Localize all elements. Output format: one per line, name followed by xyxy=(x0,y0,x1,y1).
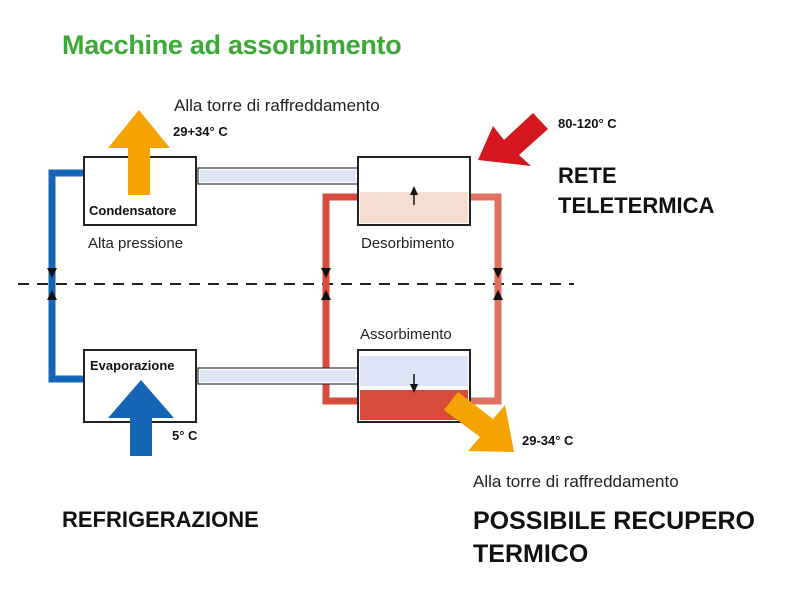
absorber-temp-label: 29-34° C xyxy=(522,433,574,448)
orange-diagonal-arrow-icon xyxy=(444,392,514,452)
blue-up-arrow-icon xyxy=(108,380,174,456)
evaporator-temp-label: 5° C xyxy=(172,428,198,443)
page-title: Macchine ad assorbimento xyxy=(62,30,402,60)
valve-markers xyxy=(47,268,503,300)
cooling-tower-top-label: Alla torre di raffreddamento xyxy=(174,96,380,115)
desorber-box xyxy=(357,156,471,226)
district-heating-heading-2: TELETERMICA xyxy=(558,193,715,218)
recovery-heading-2: TERMICO xyxy=(473,540,589,568)
recovery-heading-1: POSSIBILE RECUPERO xyxy=(473,507,755,535)
red-diagonal-arrow-icon xyxy=(478,113,548,166)
refrigeration-heading: REFRIGERAZIONE xyxy=(62,507,259,532)
cooling-tower-bottom-label: Alla torre di raffreddamento xyxy=(473,472,679,491)
condenser-temp-label: 29+34° C xyxy=(173,124,228,139)
vapor-tube-top xyxy=(197,167,359,185)
desorption-label: Desorbimento xyxy=(361,235,455,252)
vapor-tube-bottom xyxy=(197,367,359,385)
orange-up-arrow-icon xyxy=(108,110,170,195)
absorption-label: Assorbimento xyxy=(360,326,452,343)
high-pressure-label: Alta pressione xyxy=(88,235,184,252)
network-temp-label: 80-120° C xyxy=(558,116,617,131)
blue-refrigerant-pipe xyxy=(48,169,84,383)
evaporation-label: Evaporazione xyxy=(90,358,175,373)
condenser-label: Condensatore xyxy=(89,203,177,218)
district-heating-heading-1: RETE xyxy=(558,163,617,188)
